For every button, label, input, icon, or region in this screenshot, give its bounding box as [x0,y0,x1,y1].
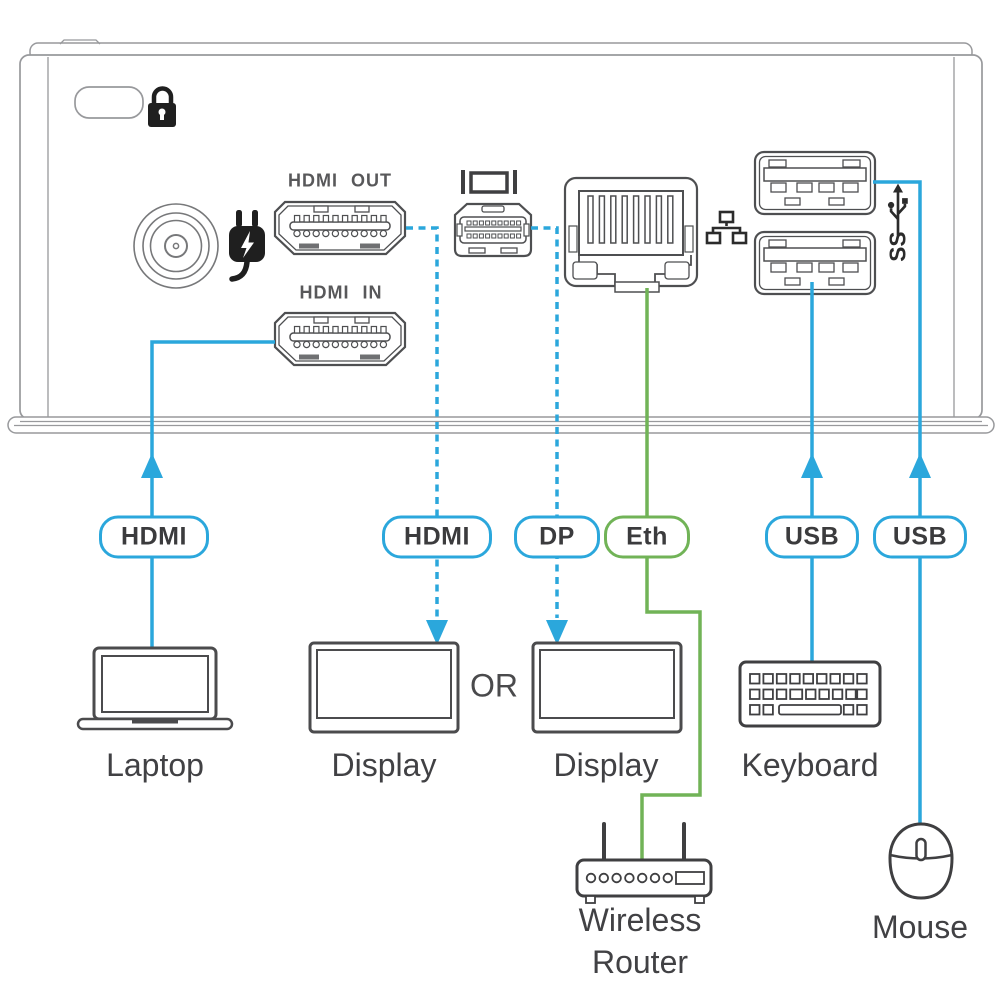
mouse-icon [888,822,954,900]
laptop-icon [76,646,234,731]
display-2-label: Display [553,746,659,783]
monitor-icon [461,170,517,194]
display-2-icon [531,641,683,734]
connection-usb-mouse-line [873,180,931,826]
usb-port-top [753,150,877,216]
display-1-label: Display [331,746,437,783]
cable-tag-hdmi-display: HDMI [382,515,492,559]
keyboard-icon [738,660,882,728]
hdmi-in-port [273,311,407,367]
arrow-down-icon [546,620,568,645]
usb-port-bottom [753,230,877,296]
cable-tag-eth-router: Eth [604,515,690,559]
network-icon [705,210,748,245]
svg-text:SS: SS [885,232,911,262]
cable-tag-hdmi-laptop: HDMI [99,515,209,559]
connection-dp-display-line [531,226,568,645]
arrow-up-icon [909,453,931,478]
connection-hdmi-display-line [406,226,448,645]
power-plug-icon [229,210,265,282]
cable-tag-usb-mouse: USB [873,515,967,559]
power-connector [133,203,219,289]
mouse-label: Mouse [871,908,969,945]
or-separator: OR [470,667,518,704]
ss-usb-icon: SS [885,183,911,262]
lock-icon [148,86,176,127]
connection-usb-keyboard-line [801,282,823,664]
hdmi-out-port [273,200,407,256]
cable-tag-dp-display: DP [514,515,600,559]
wireless-router-label: Wireless Router [578,902,702,980]
hdmi-in-label: HDMI IN [299,282,383,303]
display-1-icon [308,641,460,734]
laptop-label: Laptop [106,746,204,783]
arrow-up-icon [801,453,823,478]
wireless-router-icon [575,822,713,904]
arrow-up-icon [141,453,163,478]
cable-tag-usb-keyboard: USB [765,515,859,559]
keyboard-label: Keyboard [741,746,879,783]
ethernet-port [563,176,699,293]
lock-slot [74,86,144,119]
mini-dp-port [453,202,533,258]
hdmi-out-label: HDMI OUT [288,170,392,191]
arrow-down-icon [426,620,448,645]
